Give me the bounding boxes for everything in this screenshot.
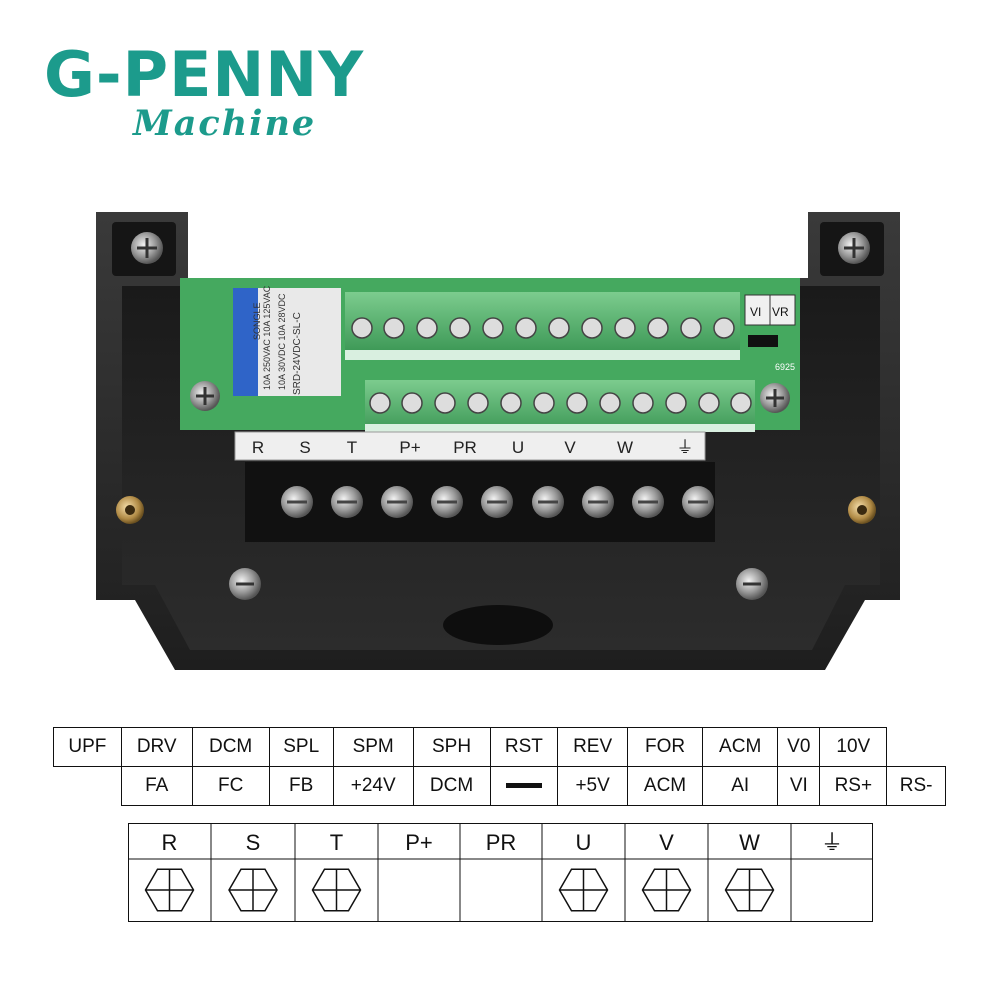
terminal-label: DCM	[412, 766, 491, 806]
terminal-label: DRV	[120, 727, 193, 767]
product-photo: SONGLE 10A 250VAC 10A 125VAC 10A 30VDC 1…	[96, 212, 900, 670]
terminal-label: SPH	[412, 727, 491, 767]
svg-text:10A 250VAC 10A 125VAC: 10A 250VAC 10A 125VAC	[262, 285, 272, 390]
svg-text:6925: 6925	[775, 362, 795, 372]
control-terminal-block-top	[345, 292, 740, 350]
power-terminal-label: R	[162, 830, 178, 855]
terminal-label: AI	[702, 766, 779, 806]
svg-text:SONGLE: SONGLE	[252, 302, 262, 340]
terminal-label: VI	[777, 766, 821, 806]
blank-cell	[887, 728, 946, 767]
terminal-label: +24V	[332, 766, 414, 806]
svg-text:PR: PR	[453, 438, 477, 457]
terminal-label: RST	[489, 727, 559, 767]
power-label-strip	[234, 431, 706, 461]
terminal-label: DCM	[191, 727, 270, 767]
power-terminal-label: S	[246, 830, 261, 855]
terminal-label: 10V	[819, 727, 888, 767]
terminal-label: V0	[777, 727, 821, 767]
terminal-label: REV	[557, 727, 628, 767]
power-terminal-label: W	[739, 830, 760, 855]
svg-text:P+: P+	[399, 438, 420, 457]
terminal-label: +5V	[557, 766, 628, 806]
terminal-label: ACM	[626, 766, 704, 806]
terminal-label: FA	[120, 766, 193, 806]
power-terminal-label: P+	[405, 830, 433, 855]
blank-cell	[54, 767, 122, 806]
power-terminal-diagram: R S T P+ PR U V W ⏚	[128, 823, 873, 922]
svg-text:10A 30VDC 10A 28VDC: 10A 30VDC 10A 28VDC	[277, 293, 287, 390]
terminal-bar-icon	[489, 766, 559, 806]
svg-text:S: S	[299, 438, 310, 457]
svg-text:V: V	[564, 438, 576, 457]
terminal-label: RS-	[886, 766, 946, 806]
control-terminal-table: UPF DRV DCM SPL SPM SPH RST REV FOR ACM …	[53, 727, 946, 806]
power-terminal-label: ⏚	[821, 830, 843, 855]
control-terminal-bottom-row: FA FC FB +24V DCM +5V ACM AI VI RS+ RS-	[54, 766, 946, 806]
terminal-label: UPF	[53, 727, 122, 767]
svg-text:VI: VI	[750, 305, 761, 319]
svg-text:⏚: ⏚	[677, 438, 694, 457]
power-terminal-label: V	[659, 830, 674, 855]
svg-text:U: U	[512, 438, 524, 457]
svg-text:SRD-24VDC-SL-C: SRD-24VDC-SL-C	[292, 312, 303, 395]
svg-text:T: T	[347, 438, 357, 457]
terminal-label: SPM	[332, 727, 414, 767]
svg-text:VR: VR	[772, 305, 789, 319]
brand-tagline: Machine	[133, 103, 317, 144]
terminal-label: RS+	[819, 766, 888, 806]
brand-logo: G-PENNY	[44, 38, 365, 111]
svg-text:R: R	[252, 438, 264, 457]
terminal-label: FC	[191, 766, 270, 806]
control-terminal-top-row: UPF DRV DCM SPL SPM SPH RST REV FOR ACM …	[53, 727, 946, 767]
power-terminal-label: PR	[486, 830, 517, 855]
terminal-label: FOR	[626, 727, 704, 767]
control-terminal-block-bottom	[365, 380, 755, 430]
terminal-label: SPL	[268, 727, 334, 767]
svg-text:W: W	[617, 438, 633, 457]
terminal-label: FB	[268, 766, 334, 806]
terminal-label: ACM	[702, 727, 779, 767]
power-terminal-label: U	[576, 830, 592, 855]
power-terminal-label: T	[330, 830, 343, 855]
